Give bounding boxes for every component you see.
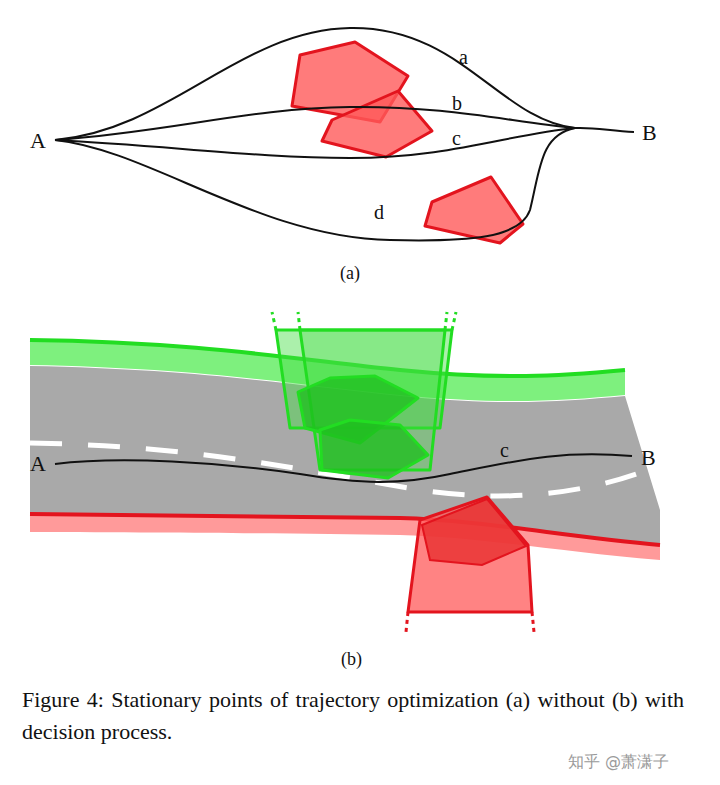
endpoint-label: B [642, 122, 657, 144]
watermark: 知乎 @萧潇子 [568, 752, 669, 773]
curve-label: a [459, 47, 468, 67]
curve-label: c [500, 440, 509, 460]
subfigure-label: (a) [340, 264, 360, 282]
subfigure-label: (b) [341, 650, 362, 668]
endpoint-label: B [641, 447, 656, 469]
curve-label: d [374, 202, 384, 222]
curve-label: b [452, 93, 462, 113]
curve-label: c [452, 128, 461, 148]
figure-caption: Figure 4: Stationary points of trajector… [22, 684, 684, 748]
endpoint-label: A [30, 453, 46, 475]
endpoint-label: A [30, 130, 46, 152]
